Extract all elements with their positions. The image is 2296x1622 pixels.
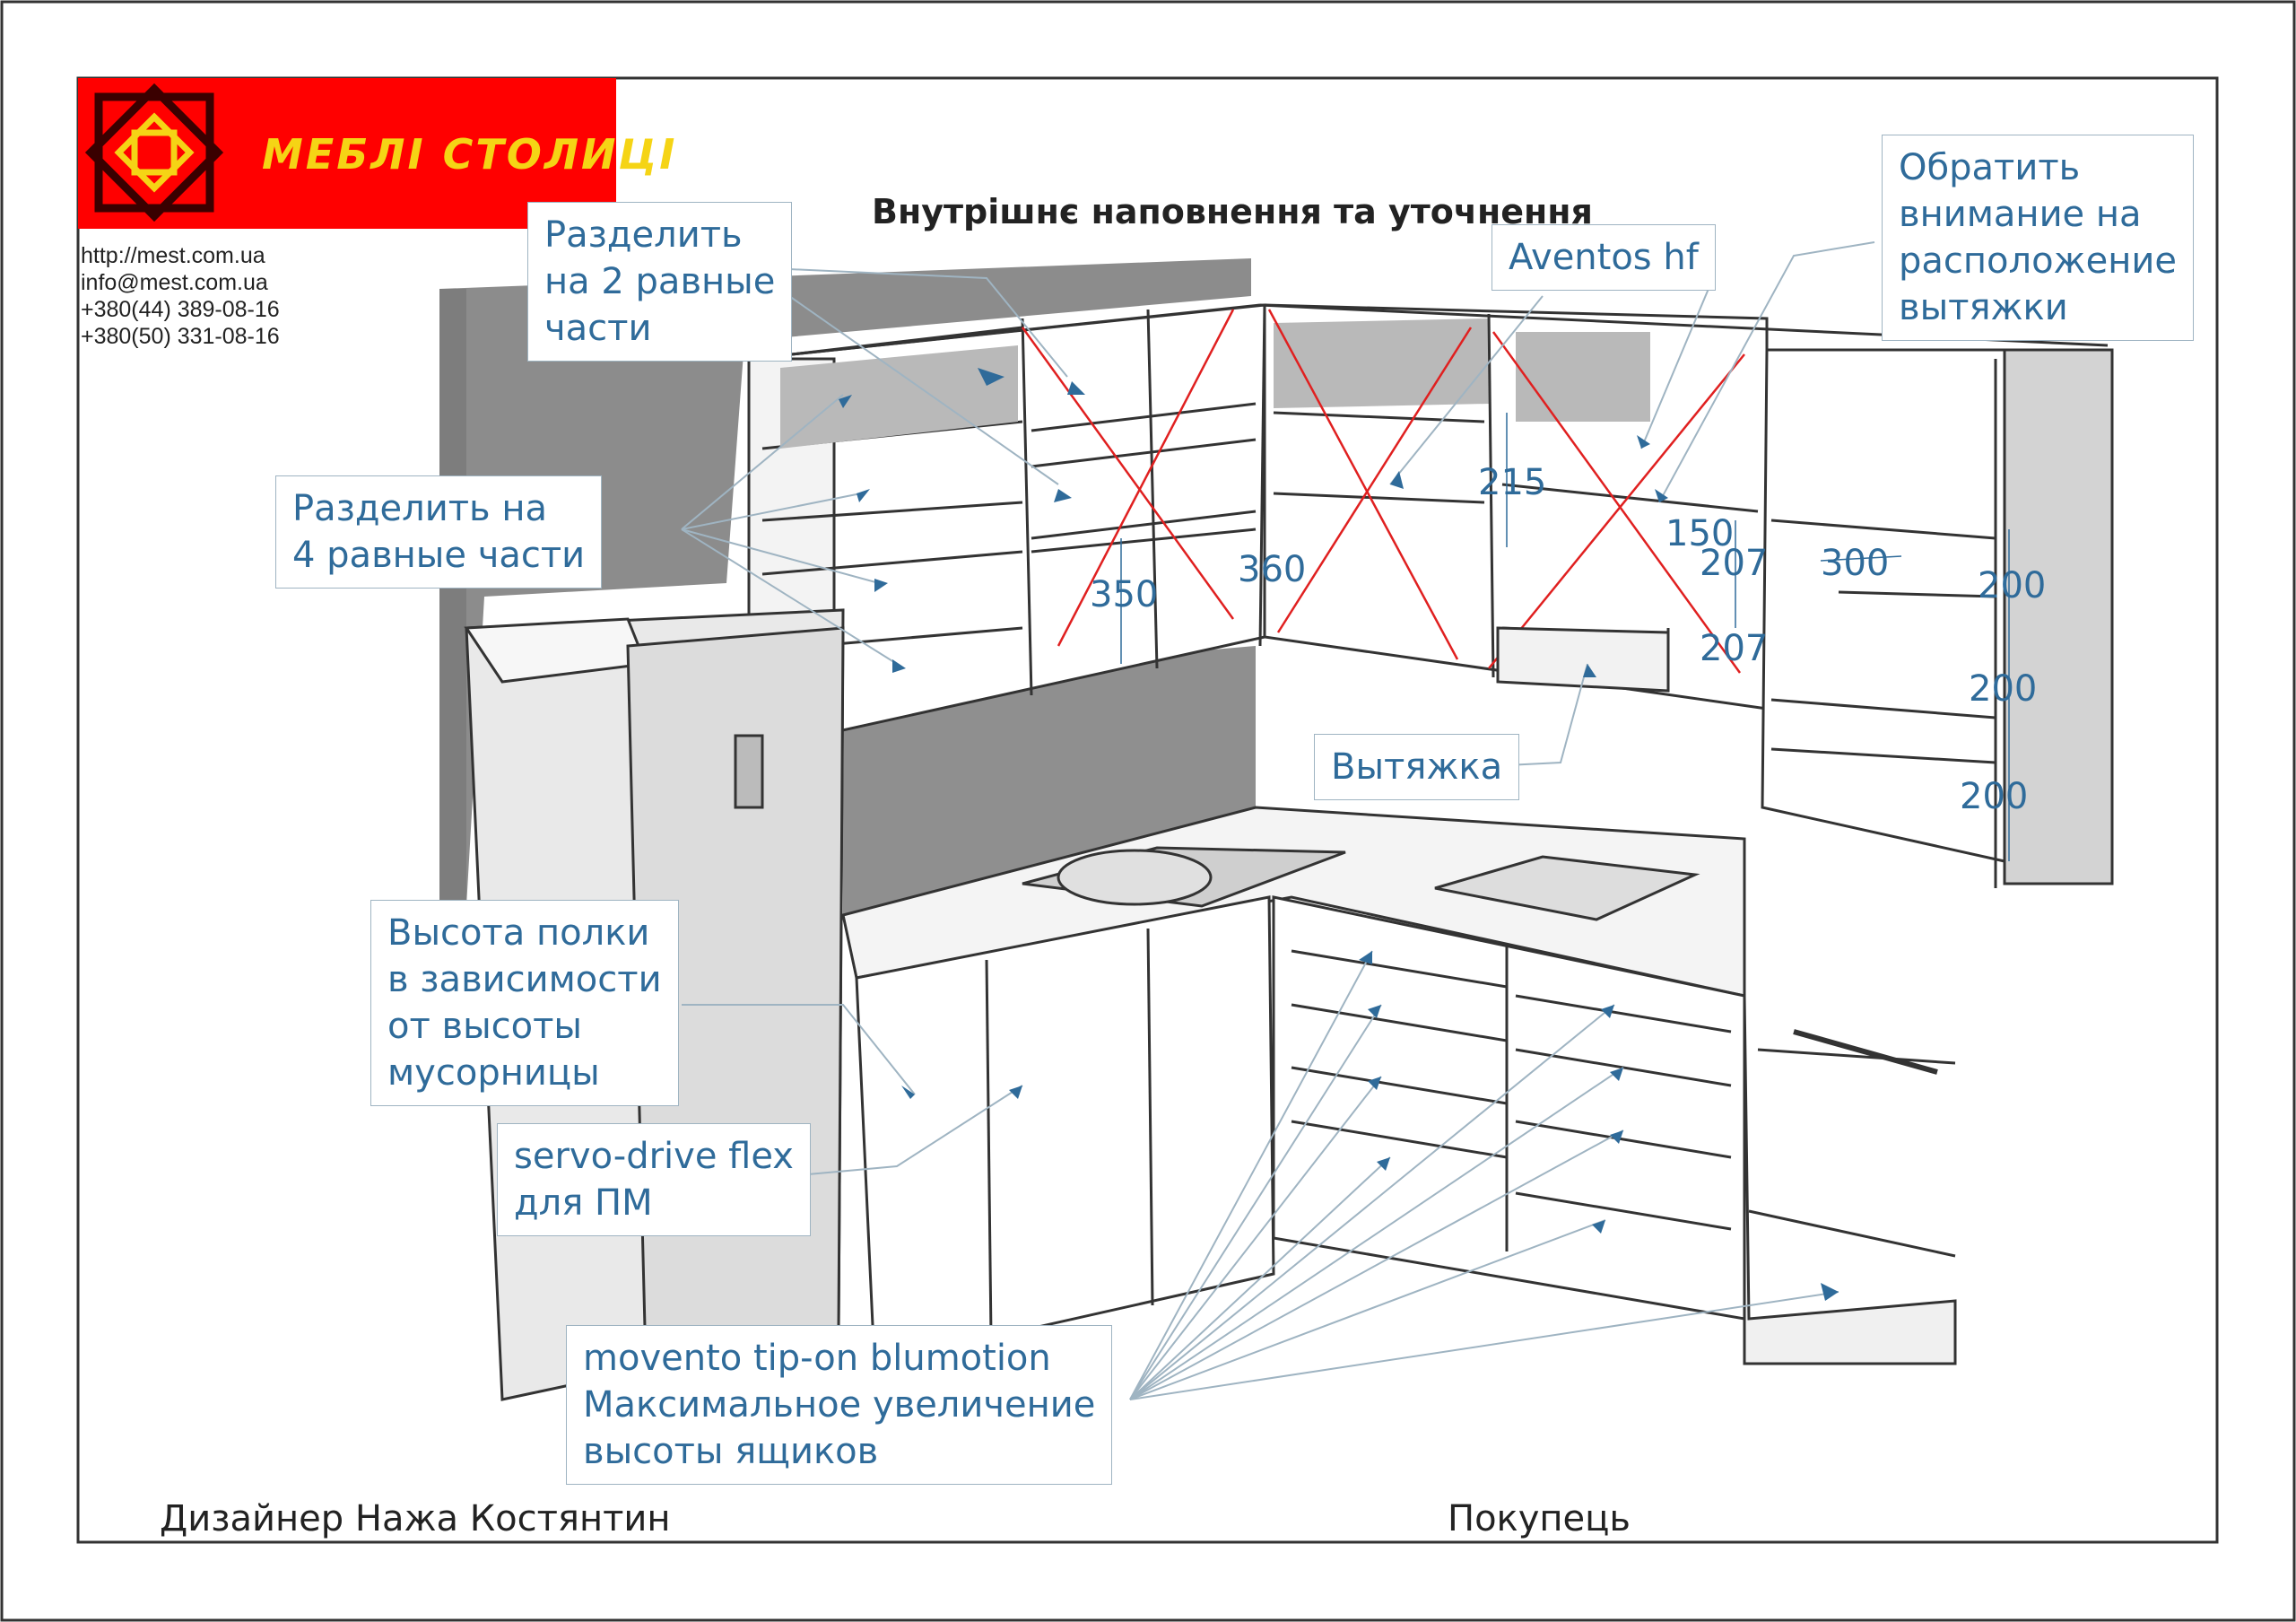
note-aventos: Aventos hf: [1492, 224, 1716, 291]
note-movento: movento tip-on blumotion Максимальное ув…: [566, 1325, 1113, 1485]
note-hood-attention: Обратить внимание на расположение вытяжк…: [1882, 135, 2194, 341]
designer-signature-label: Дизайнер Нажа Костянтин: [160, 1498, 671, 1539]
dimension-label: 207: [1700, 543, 1769, 584]
dimension-label: 200: [1960, 776, 2029, 817]
note-shelf-height: Высота полки в зависимости от высоты мус…: [370, 900, 679, 1106]
contacts: http://mest.com.ua info@mest.com.ua +380…: [81, 242, 280, 350]
dimension-label: 300: [1821, 543, 1890, 584]
phone-1: +380(44) 389-08-16: [81, 297, 280, 322]
dimension-label: 215: [1478, 462, 1547, 503]
callout-arrows: [839, 368, 1839, 1301]
dimension-label: 150: [1665, 513, 1735, 554]
buyer-signature-label: Покупець: [1448, 1498, 1631, 1539]
phone-2: +380(50) 331-08-16: [81, 324, 280, 349]
dimension-label: 360: [1238, 549, 1307, 590]
brand-name: МЕБЛІ СТОЛИЦІ: [262, 130, 678, 179]
note-two-parts: Разделить на 2 равные части: [527, 202, 793, 362]
note-four-parts: Разделить на 4 равные части: [275, 475, 603, 589]
removed-shelves-cross: [1021, 309, 1745, 674]
drawing-frame: [76, 76, 2219, 1544]
dimension-label: 200: [1978, 565, 2047, 606]
note-hood: Вытяжка: [1314, 734, 1520, 800]
email-link[interactable]: info@mest.com.ua: [81, 270, 268, 295]
website-link[interactable]: http://mest.com.ua: [81, 243, 265, 268]
company-logo: [78, 78, 616, 229]
note-servo: servo-drive flex для ПМ: [497, 1123, 811, 1236]
dimension-label: 207: [1700, 628, 1769, 669]
dimension-label: 200: [1969, 668, 2038, 710]
dimension-label: 350: [1090, 574, 1159, 615]
page-title: Внутрішнє наповнення та уточнення: [872, 192, 1593, 231]
